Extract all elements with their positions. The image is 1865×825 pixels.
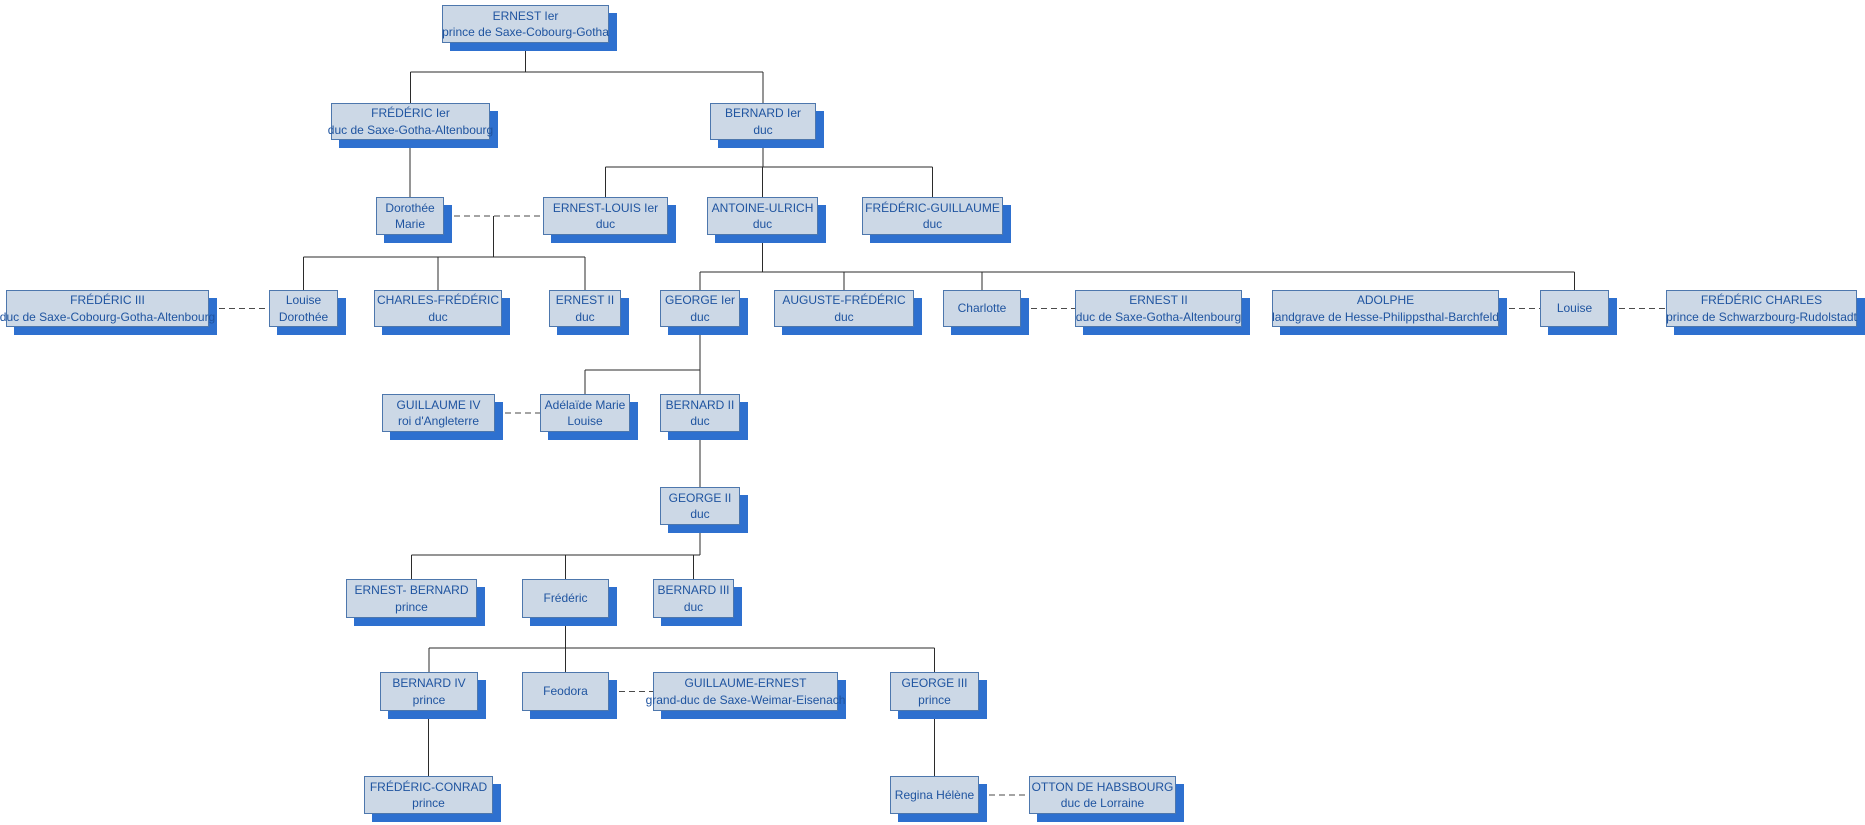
- person-name: ERNEST-LOUIS Ier: [552, 200, 659, 215]
- person-box-george-2[interactable]: GEORGE II duc: [660, 487, 740, 525]
- person-box-ernest-1[interactable]: ERNEST Ier prince de Saxe-Cobourg-Gotha: [442, 5, 609, 43]
- person-title: roi d'Angleterre: [398, 414, 479, 428]
- person-title: duc de Lorraine: [1060, 796, 1145, 810]
- person-title: prince: [412, 692, 446, 707]
- person-title: duc de Saxe-Gotha-Altenbourg: [1075, 309, 1242, 324]
- person-name: ANTOINE-ULRICH: [711, 200, 814, 215]
- person-name: GEORGE Ier: [664, 293, 735, 308]
- person-title: prince: [412, 796, 445, 810]
- person-name: BERNARD Ier: [724, 106, 801, 121]
- person-title: duc de Saxe-Cobourg-Gotha-Altenbourg: [0, 309, 216, 324]
- person-name: GUILLAUME IV: [396, 397, 481, 412]
- person-box-otton-habsbourg[interactable]: OTTON DE HABSBOURG duc de Lorraine: [1029, 776, 1176, 814]
- person-title: Louise: [567, 414, 603, 428]
- person-name: GUILLAUME-ERNEST: [684, 676, 807, 691]
- person-box-louise[interactable]: Louise: [1540, 290, 1609, 327]
- person-name: ERNEST II: [1129, 293, 1188, 308]
- person-title: duc: [690, 414, 710, 428]
- person-name: GEORGE II: [668, 490, 732, 505]
- person-title: Dorothée: [278, 309, 329, 324]
- person-title: duc: [752, 217, 773, 231]
- person-name: Charlotte: [957, 301, 1007, 316]
- person-title: duc: [753, 122, 773, 137]
- person-name: FRÉDÉRIC-GUILLAUME: [865, 200, 1000, 215]
- person-name: BERNARD II: [665, 397, 735, 412]
- person-title: duc: [690, 507, 710, 521]
- person-name: Adélaïde Marie: [544, 397, 626, 412]
- person-name: Dorothée: [385, 200, 435, 215]
- person-name: FRÉDÉRIC Ier: [371, 106, 450, 121]
- person-box-feodora[interactable]: Feodora: [522, 672, 609, 711]
- person-name: CHARLES-FRÉDÉRIC: [376, 293, 499, 308]
- person-name: Regina Hélène: [894, 787, 975, 802]
- person-title: duc: [683, 599, 704, 614]
- person-box-frederic-guillaume[interactable]: FRÉDÉRIC-GUILLAUME duc: [862, 197, 1003, 235]
- person-title: duc: [575, 309, 595, 324]
- person-title: duc: [690, 309, 710, 324]
- person-name: ERNEST- BERNARD: [354, 583, 469, 598]
- person-name: BERNARD III: [657, 583, 730, 598]
- person-box-frederic-conrad[interactable]: FRÉDÉRIC-CONRAD prince: [364, 776, 493, 814]
- person-name: AUGUSTE-FRÉDÉRIC: [782, 293, 906, 308]
- person-title: prince: [918, 692, 951, 707]
- person-name: FRÉDÉRIC CHARLES: [1700, 293, 1823, 308]
- person-box-guillaume-4[interactable]: GUILLAUME IV roi d'Angleterre: [382, 394, 495, 432]
- person-title: prince de Schwarzbourg-Rudolstadt: [1666, 309, 1857, 324]
- person-box-regina-helene[interactable]: Regina Hélène: [890, 776, 979, 814]
- person-name: Louise: [285, 293, 322, 308]
- person-name: Frédéric: [543, 591, 588, 606]
- person-name: Feodora: [543, 684, 588, 699]
- person-title: landgrave de Hesse-Philippsthal-Barchfel…: [1272, 309, 1499, 324]
- person-name: BERNARD IV: [392, 676, 466, 691]
- person-title: prince de Saxe-Cobourg-Gotha: [442, 25, 609, 39]
- person-title: duc: [834, 309, 854, 324]
- person-title: duc: [428, 309, 448, 324]
- person-box-ernest-louis-1[interactable]: ERNEST-LOUIS Ier duc: [543, 197, 668, 235]
- person-name: GEORGE III: [901, 676, 968, 691]
- person-box-charlotte[interactable]: Charlotte: [943, 290, 1021, 327]
- person-name: ERNEST Ier: [492, 8, 559, 23]
- person-name: FRÉDÉRIC III: [70, 293, 145, 308]
- person-title: prince: [395, 599, 428, 614]
- person-box-frederic[interactable]: Frédéric: [522, 579, 609, 618]
- person-name: OTTON DE HABSBOURG: [1031, 779, 1174, 794]
- person-name: Louise: [1556, 301, 1593, 316]
- person-box-antoine-ulrich[interactable]: ANTOINE-ULRICH duc: [707, 197, 818, 235]
- person-title: Marie: [394, 217, 425, 231]
- person-title: grand-duc de Saxe-Weimar-Eisenach: [645, 692, 846, 707]
- person-title: duc: [922, 217, 943, 231]
- person-name: ADOLPHE: [1356, 293, 1415, 308]
- person-name: ERNEST II: [555, 293, 615, 308]
- person-title: duc de Saxe-Gotha-Altenbourg: [327, 122, 494, 137]
- person-box-bernard-2[interactable]: BERNARD II duc: [660, 394, 740, 432]
- person-name: FRÉDÉRIC-CONRAD: [369, 779, 488, 794]
- person-title: duc: [595, 217, 616, 231]
